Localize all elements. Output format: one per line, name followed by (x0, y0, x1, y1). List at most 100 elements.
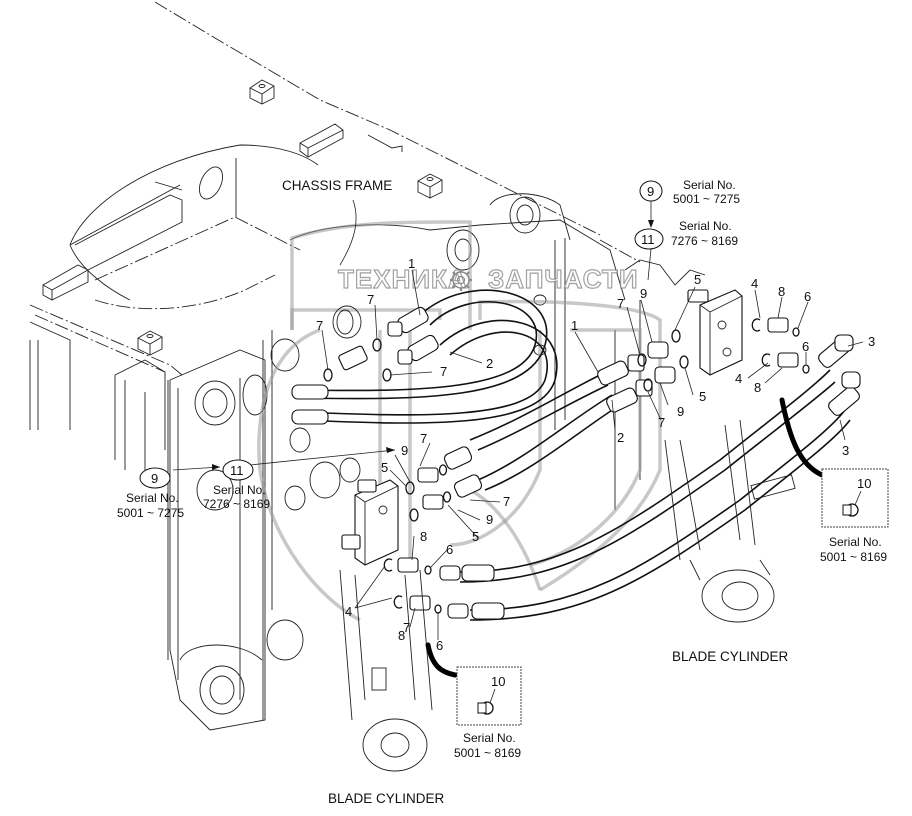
part-balloon-11 (634, 228, 664, 250)
o-ring (434, 604, 442, 614)
serial-note-top-right: 9 Serial No. 5001 ~ 7275 11 Serial No. 7… (634, 178, 740, 250)
callout-7: 7 (440, 364, 447, 379)
snap-ring (751, 318, 761, 332)
callout-7: 7 (617, 296, 624, 311)
serial-title: Serial No. (683, 178, 736, 192)
o-ring (409, 508, 419, 522)
o-ring (442, 491, 452, 503)
callout-9: 9 (640, 286, 647, 301)
hose-fitting (453, 474, 483, 498)
callout-7: 7 (503, 494, 510, 509)
plug-fitting (397, 557, 419, 573)
o-ring (438, 464, 448, 476)
adapter (654, 366, 676, 384)
mount-block (299, 123, 344, 158)
gear-icon (450, 269, 472, 291)
plug-icon (477, 701, 494, 715)
plug-fitting (409, 595, 431, 611)
hose-fitting (828, 386, 860, 416)
snap-ring (393, 595, 403, 609)
callout-7: 7 (658, 415, 665, 430)
part-balloon-9 (139, 467, 171, 489)
detail-box-bottom: 10 Serial No. 5001 ~ 8169 (454, 666, 522, 760)
serial-range: 7276 ~ 8169 (671, 234, 738, 248)
watermark: ТЕХНИКА ЗАПЧАСТИ (257, 220, 662, 622)
plug-fitting (767, 317, 789, 333)
callout-1: 1 (571, 318, 578, 333)
hose-end (291, 384, 329, 400)
callout-8: 8 (398, 628, 405, 643)
callout-6: 6 (804, 289, 811, 304)
callout-9: 9 (401, 443, 408, 458)
hose-fitting (471, 602, 505, 620)
o-ring (792, 327, 800, 337)
mount-block (42, 264, 89, 301)
mount-block (249, 79, 275, 105)
elbow (834, 334, 854, 352)
blade-cylinder-bottom (339, 569, 433, 772)
callout-5: 5 (699, 389, 706, 404)
snap-ring (383, 558, 393, 572)
detail-part-number: 10 (491, 674, 505, 689)
callout-7: 7 (403, 620, 410, 635)
callout-3: 3 (842, 443, 849, 458)
serial-title: Serial No. (213, 483, 266, 497)
serial-range: 7276 ~ 8169 (203, 497, 270, 511)
tube-right (779, 397, 825, 478)
hose-set-upper (291, 289, 689, 522)
callout-4: 4 (345, 604, 352, 619)
callout-9: 9 (486, 512, 493, 527)
hose-fitting (443, 446, 473, 470)
balloon-label: 11 (641, 232, 655, 247)
o-ring (802, 364, 810, 374)
chassis-frame-label: CHASSIS FRAME (282, 178, 392, 193)
o-ring (637, 353, 647, 367)
mount-block (417, 173, 443, 199)
nut (397, 349, 413, 365)
serial-note-left: 9 Serial No. 5001 ~ 7275 11 Serial No. 7… (117, 459, 270, 520)
serial-range: 5001 ~ 8169 (820, 550, 887, 564)
plug-fitting (777, 352, 799, 368)
callout-7: 7 (367, 292, 374, 307)
elbow (841, 371, 861, 389)
o-ring (323, 368, 333, 382)
o-ring (643, 378, 653, 392)
elbow (439, 565, 461, 581)
callout-5: 5 (381, 460, 388, 475)
part-balloon-9 (639, 180, 663, 202)
serial-title: Serial No. (679, 219, 732, 233)
callout-7: 7 (420, 431, 427, 446)
detail-part-number: 10 (857, 476, 871, 491)
adapter (422, 494, 444, 510)
callout-7: 7 (316, 318, 323, 333)
callout-5: 5 (472, 529, 479, 544)
callouts: 1 1 2 2 3 3 4 4 4 5 5 5 5 6 6 6 6 7 7 7 … (316, 256, 875, 653)
callout-5: 5 (694, 272, 701, 287)
callout-8: 8 (754, 380, 761, 395)
tube-bottom (425, 642, 458, 678)
o-ring (424, 565, 432, 575)
nut (627, 354, 645, 372)
callout-8: 8 (420, 529, 427, 544)
hose-fitting (606, 387, 638, 413)
callout-3: 3 (868, 334, 875, 349)
blade-cylinder-label-bottom: BLADE CYLINDER (328, 791, 445, 806)
o-ring (679, 355, 689, 369)
hose-end (291, 409, 329, 425)
watermark-text-left: ТЕХНИКА (338, 264, 468, 294)
serial-title: Serial No. (126, 491, 179, 505)
blade-cylinder-right (664, 419, 796, 623)
adapter (647, 341, 669, 359)
callout-9: 9 (677, 404, 684, 419)
serial-range: 5001 ~ 7275 (117, 506, 184, 520)
chassis-frame-drawing (29, 1, 706, 731)
serial-title: Serial No. (829, 535, 882, 549)
hose-fitting (461, 564, 495, 582)
callout-4: 4 (751, 276, 758, 291)
serial-range: 5001 ~ 7275 (673, 192, 740, 206)
blade-cylinder-label-right: BLADE CYLINDER (672, 649, 789, 664)
balloon-label: 11 (230, 463, 244, 478)
callout-6: 6 (802, 339, 809, 354)
detail-box-right: 10 Serial No. 5001 ~ 8169 (820, 468, 889, 564)
